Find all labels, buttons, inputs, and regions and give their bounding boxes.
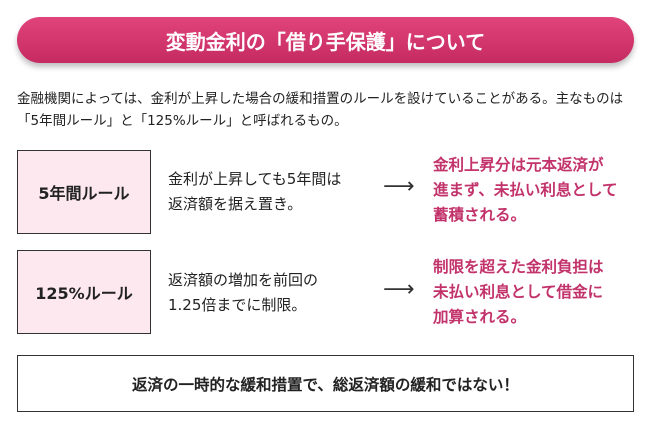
rule-name: 125%ルール xyxy=(35,284,133,303)
result-line: 制限を超えた金利負担は xyxy=(433,258,604,276)
desc-line: 1.25倍までに制限。 xyxy=(168,296,307,314)
rule-name: 5年間ルール xyxy=(38,184,130,203)
desc-line: 金利が上昇しても5年間は xyxy=(168,170,342,188)
conclusion-text: 返済の一時的な緩和措置で、総返済額の緩和ではない！ xyxy=(132,375,519,394)
rule-box-5year: 5年間ルール xyxy=(17,150,151,234)
arrow-icon: ⟶ xyxy=(383,174,415,199)
rule-result-125percent: 制限を超えた金利負担は 未払い利息として借金に 加算される。 xyxy=(433,255,604,330)
arrow-icon: ⟶ xyxy=(383,277,415,302)
desc-line: 返済額を据え置き。 xyxy=(168,195,303,213)
page-title: 変動金利の「借り手保護」について xyxy=(165,29,486,54)
rule-box-125percent: 125%ルール xyxy=(17,250,151,334)
rule-desc-125percent: 返済額の増加を前回の 1.25倍までに制限。 xyxy=(168,268,318,318)
result-line: 加算される。 xyxy=(433,308,527,326)
conclusion-box: 返済の一時的な緩和措置で、総返済額の緩和ではない！ xyxy=(17,355,634,412)
title-banner: 変動金利の「借り手保護」について xyxy=(17,17,634,63)
result-line: 未払い利息として借金に xyxy=(433,283,604,301)
rule-result-5year: 金利上昇分は元本返済が 進まず、未払い利息として 蓄積される。 xyxy=(433,153,617,228)
result-line: 進まず、未払い利息として xyxy=(433,181,618,199)
result-line: 蓄積される。 xyxy=(433,206,527,224)
intro-text: 金融機関によっては、金利が上昇した場合の緩和措置のルールを設けていることがある。… xyxy=(17,91,624,129)
result-line: 金利上昇分は元本返済が xyxy=(433,156,604,174)
rule-desc-5year: 金利が上昇しても5年間は 返済額を据え置き。 xyxy=(168,167,341,217)
desc-line: 返済額の増加を前回の xyxy=(168,271,319,289)
